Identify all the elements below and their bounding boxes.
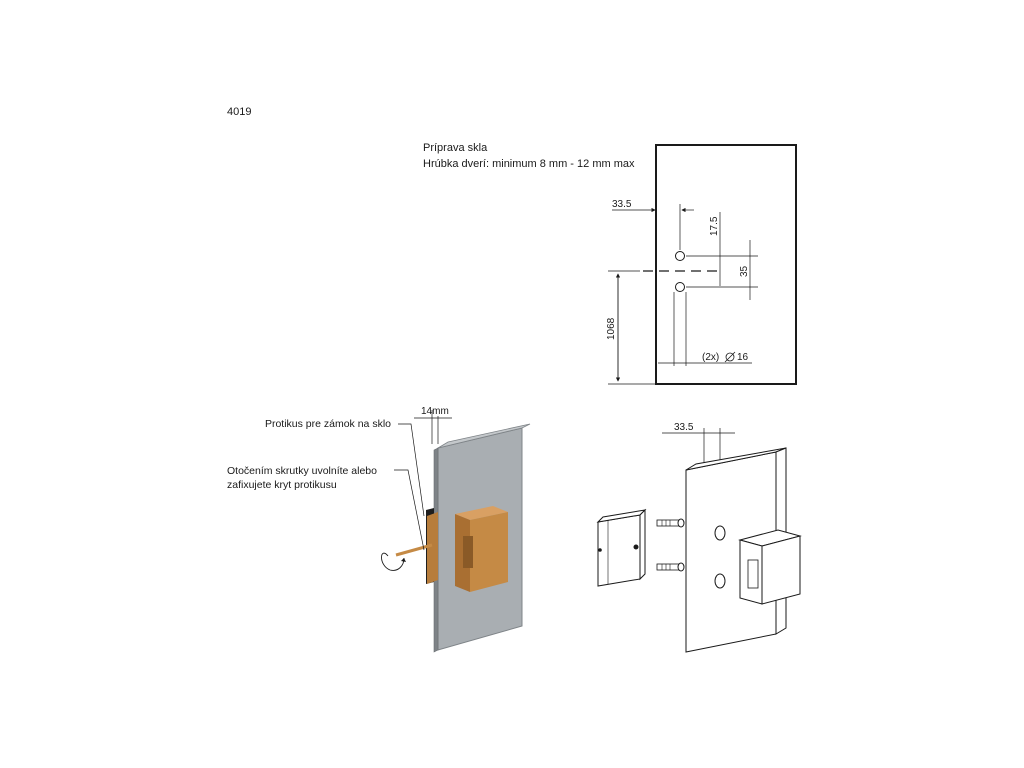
- hole-lower: [675, 282, 685, 292]
- edge-offset-value: 33.5: [612, 199, 632, 210]
- height-value: 1068: [606, 317, 617, 340]
- iso-back-plate: [597, 514, 641, 587]
- screw-instruction: Otočením skrutky uvolníte alebo zafixuje…: [227, 464, 377, 492]
- preparation-title: Príprava skla: [423, 142, 488, 154]
- shaded-assembly-view: 14mm: [381, 406, 531, 653]
- screw-instruction-line-1: Otočením skrutky uvolníte alebo: [227, 465, 377, 477]
- counterpart-leader: [398, 423, 425, 517]
- hole-spacing-value: 35: [739, 265, 750, 277]
- rotation-arrow-icon: [381, 552, 405, 571]
- iso-hole-lower: [714, 573, 726, 589]
- hole-offset-value: 17.5: [709, 216, 720, 236]
- screw-instruction-line-2: zafixujete kryt protikusu: [227, 479, 337, 491]
- screw-leader: [394, 469, 425, 551]
- iso-counterpart-block: [738, 529, 802, 605]
- iso-hole-upper: [714, 525, 726, 541]
- diameter-icon: [724, 351, 736, 363]
- hole-upper: [675, 251, 685, 261]
- brass-counterpart: [455, 506, 508, 592]
- glass-preparation-diagram: 33.5 17.5 35 1068 (2x) 16: [606, 144, 797, 385]
- hole-count: (2x): [702, 352, 719, 363]
- exploded-line-view: 33.5: [596, 422, 802, 653]
- product-code: 4019: [227, 106, 252, 118]
- glass-preparation-heading: Príprava skla Hrúbka dverí: minimum 8 mm…: [423, 140, 634, 172]
- adjustment-screw: [395, 543, 433, 557]
- brass-back-plate: [427, 512, 438, 584]
- iso-edge-offset-value: 33.5: [674, 422, 694, 433]
- glass-gap-value: 14mm: [421, 406, 449, 417]
- iso-screws: [656, 518, 685, 572]
- glass-panel-outline: [655, 144, 797, 385]
- counterpart-label: Protikus pre zámok na sklo: [264, 418, 391, 430]
- hole-diameter-value: 16: [737, 352, 749, 363]
- door-thickness-spec: Hrúbka dverí: minimum 8 mm - 12 mm max: [423, 158, 635, 170]
- glass-panel-top-edge: [437, 423, 531, 449]
